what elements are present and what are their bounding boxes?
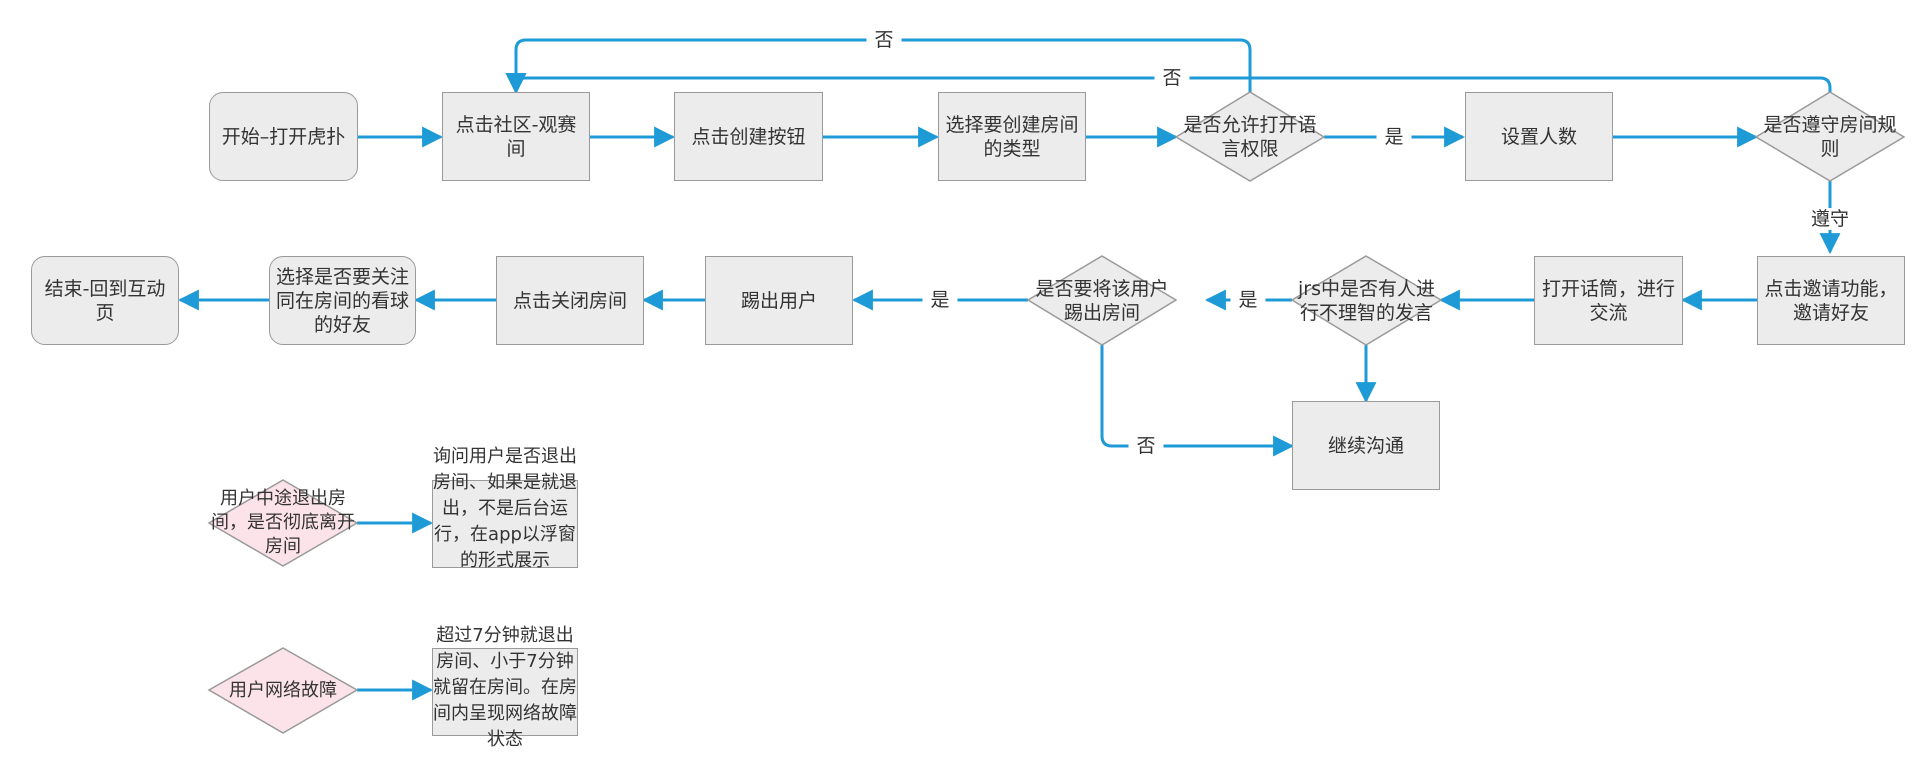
follow-node: 选择是否要关注同在房间的看球的好友 <box>269 256 416 345</box>
network-decision-diamond <box>207 647 359 734</box>
end-node: 结束-回到互动页 <box>31 256 179 345</box>
irrational-label: jrs中是否有人进行不理智的发言 <box>1298 277 1435 324</box>
edge-label-no-top: 否 <box>866 29 902 51</box>
edge-label-yes-voice: 是 <box>1376 126 1412 148</box>
exit-decision-diamond <box>207 479 359 567</box>
edge-label-yes-kick: 是 <box>922 289 958 311</box>
room-type-node: 选择要创建房间的类型 <box>938 92 1086 181</box>
network-note-box <box>432 648 578 736</box>
exit-note-text: 询问用户是否退出房间、如果是就退出，不是后台运行，在app以浮窗的形式展示 <box>433 446 577 571</box>
edge-label-no-second: 否 <box>1154 67 1190 89</box>
exit-note-box <box>432 480 578 568</box>
obey-rules-label: 是否遵守房间规则 <box>1763 113 1897 160</box>
edge-label-obey: 遵守 <box>1802 208 1858 230</box>
start-node: 开始–打开虎扑 <box>209 92 358 181</box>
network-decision-label: 用户网络故障 <box>229 679 337 701</box>
community-node: 点击社区-观赛间 <box>442 92 590 181</box>
allow-voice-diamond <box>1174 91 1326 182</box>
edge-label-yes-irrational: 是 <box>1230 289 1266 311</box>
mic-node: 打开话筒，进行交流 <box>1534 256 1683 345</box>
set-people-node: 设置人数 <box>1465 92 1613 181</box>
irrational-diamond <box>1290 255 1443 346</box>
exit-decision-label: 用户中途退出房间，是否彻底离开房间 <box>211 488 355 557</box>
edge-label-no-kick: 否 <box>1128 435 1164 457</box>
invite-node: 点击邀请功能，邀请好友 <box>1757 256 1905 345</box>
continue-node: 继续沟通 <box>1292 401 1440 490</box>
create-button-node: 点击创建按钮 <box>674 92 823 181</box>
kick-decision-label: 是否要将该用户踢出房间 <box>1035 277 1169 324</box>
network-note-text: 超过7分钟就退出房间、小于7分钟就留在房间。在房间内呈现网络故障状态 <box>433 625 577 750</box>
obey-rules-diamond <box>1754 91 1906 182</box>
allow-voice-label: 是否允许打开语言权限 <box>1183 113 1317 160</box>
close-room-node: 点击关闭房间 <box>496 256 644 345</box>
edge-kickdecision-no <box>1100 345 1295 457</box>
kick-decision-diamond <box>1026 255 1178 346</box>
kick-node: 踢出用户 <box>705 256 853 345</box>
